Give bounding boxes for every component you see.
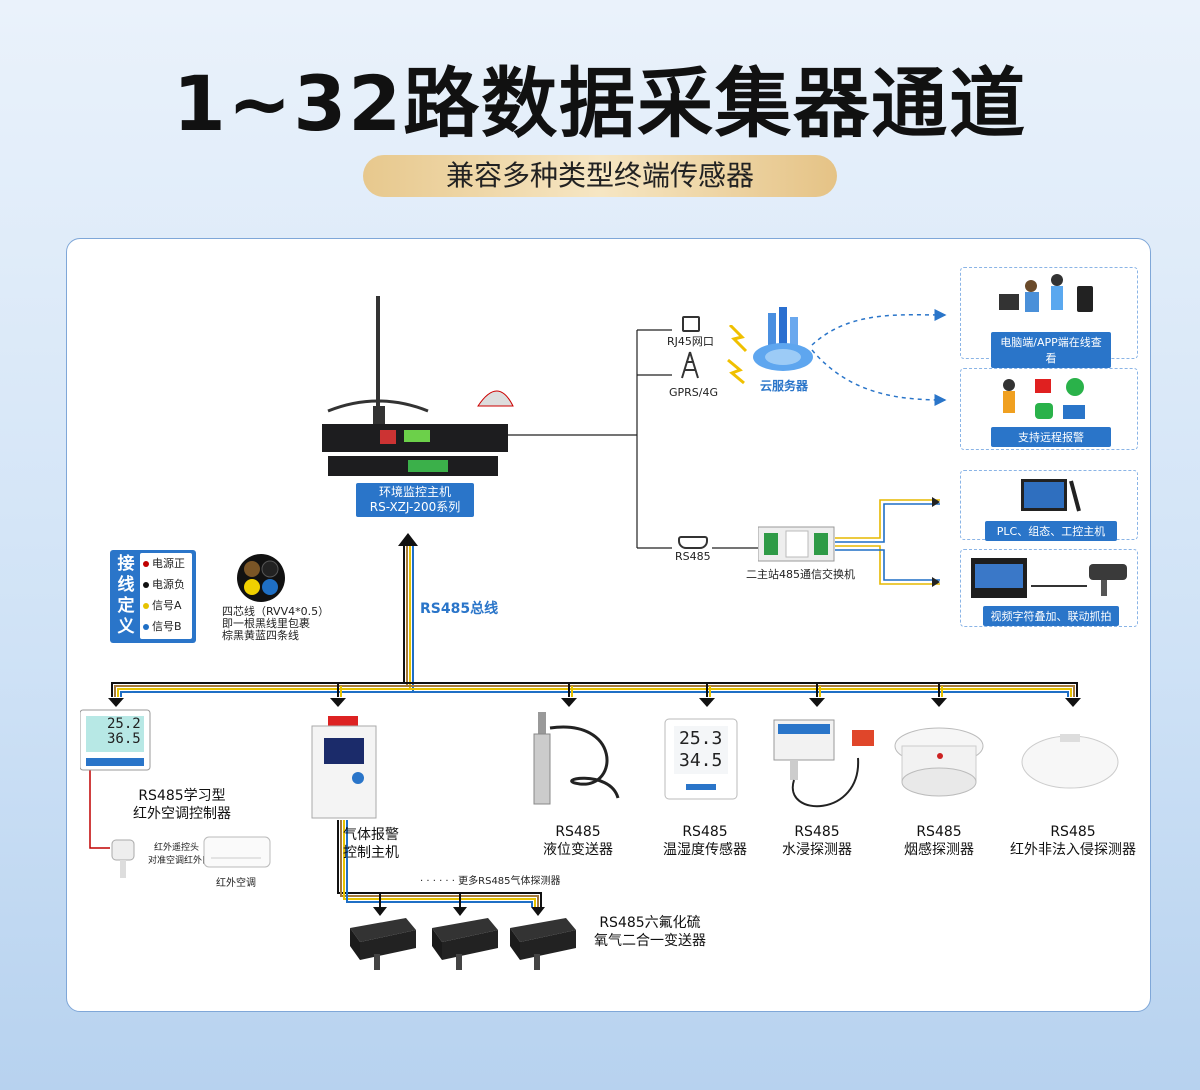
host-label: 环境监控主机 RS-XZJ-200系列	[356, 483, 474, 517]
sf6-transmitter-image	[510, 918, 576, 970]
bus-branches	[337, 683, 943, 697]
rs485-bus	[111, 545, 1078, 697]
legend-list: 电源正 电源负 信号A 信号B	[140, 553, 192, 639]
host-line1: 环境监控主机	[378, 485, 451, 499]
rs485-bus-label: RS485总线	[420, 601, 499, 617]
ac-hum-display: 36.5	[107, 731, 141, 747]
th-temp-display: 25.3	[679, 728, 723, 749]
cloud-label: 云服务器	[760, 379, 809, 393]
th-hum-display: 34.5	[679, 750, 723, 771]
monitor-icon	[1021, 479, 1081, 512]
gprs-label: GPRS/4G	[669, 386, 719, 399]
ir-mouth-label: 对准空调红外口	[148, 856, 212, 866]
cloud-server-icon	[753, 307, 813, 371]
ac-controller-image	[80, 709, 151, 771]
tower-icon	[681, 351, 699, 379]
alarm-icons	[1003, 378, 1085, 419]
water-leak-image	[773, 719, 874, 808]
cable-cross-section-icon	[237, 554, 285, 602]
cable-desc: 四芯线（RVV4*0.5） 即一根黑线里包裹 棕黑黄蓝四条线	[222, 605, 330, 642]
sf6-transmitter-image	[350, 918, 416, 970]
subtitle-banner: 兼容多种类型终端传感器	[363, 155, 837, 197]
signal-icon	[727, 325, 748, 385]
wiring-legend: 接线定义 电源正 电源负 信号A 信号B	[110, 550, 196, 643]
aircon-label: 红外空调	[216, 878, 256, 889]
ac-controller-caption: RS485学习型 红外空调控制器	[133, 788, 231, 822]
sf6-transmitter-image	[432, 918, 498, 970]
rj45-label: RJ45网口	[667, 335, 714, 348]
switch-output-lines	[835, 499, 940, 585]
host-network-lines	[508, 329, 760, 549]
switch-label: 二主站485通信交换机	[746, 568, 855, 581]
page-title: 1~32路数据采集器通道	[172, 59, 1028, 148]
bus-drops	[108, 533, 1081, 707]
legend-item: 电源负	[140, 574, 192, 595]
th-sensor-image	[664, 718, 738, 800]
pc-app-label: 电脑端/APP端在线查看	[991, 332, 1111, 368]
gas-more-label: · · · · · · 更多RS485气体探测器	[420, 876, 561, 887]
legend-item: 信号A	[140, 595, 192, 616]
smoke-caption: RS485 烟感探测器	[904, 824, 974, 858]
gas-host-caption: 气体报警 控制主机	[343, 827, 399, 861]
gas-host-image	[311, 716, 377, 819]
camera-icon	[971, 558, 1127, 598]
ir-intrusion-image	[1021, 734, 1119, 789]
rs485-port-icon	[678, 536, 708, 549]
alarm-label: 支持远程报警	[991, 427, 1111, 447]
switch-device-image	[758, 526, 835, 562]
legend-item: 电源正	[140, 553, 192, 574]
video-label: 视频字符叠加、联动抓拍	[983, 606, 1119, 626]
ac-cable	[89, 770, 110, 849]
alarm-box: 支持远程报警	[960, 368, 1138, 450]
people-computer-icon	[999, 274, 1093, 312]
legend-title: 接线定义	[117, 554, 135, 637]
smoke-detector-image	[894, 727, 984, 797]
cloud-to-pc-arrow	[811, 308, 947, 346]
th-caption: RS485 温湿度传感器	[663, 824, 747, 858]
aircon-image	[203, 836, 271, 868]
gas-sub-bus	[337, 820, 542, 907]
pc-app-box: 电脑端/APP端在线查看	[960, 267, 1138, 368]
plc-label: PLC、组态、工控主机	[985, 521, 1117, 541]
ac-temp-display: 25.2	[107, 716, 141, 732]
cloud-to-alarm-arrow	[811, 349, 947, 406]
ir-intrusion-caption: RS485 红外非法入侵探测器	[1010, 824, 1136, 858]
water-caption: RS485 水浸探测器	[782, 824, 852, 858]
ir-head-image	[111, 839, 135, 878]
host-device-image	[322, 296, 514, 476]
ir-head-label: 红外遥控头	[154, 843, 200, 853]
level-caption: RS485 液位变送器	[543, 824, 613, 858]
video-box: 视频字符叠加、联动抓拍	[960, 549, 1138, 627]
sf6-caption: RS485六氟化硫 氧气二合一变送器	[594, 915, 706, 949]
level-transmitter-image	[533, 712, 620, 805]
host-line2: RS-XZJ-200系列	[369, 500, 461, 514]
rs485-port-label: RS485	[675, 550, 711, 563]
plc-box: PLC、组态、工控主机	[960, 470, 1138, 541]
legend-item: 信号B	[140, 616, 192, 637]
rj45-icon	[682, 316, 700, 332]
